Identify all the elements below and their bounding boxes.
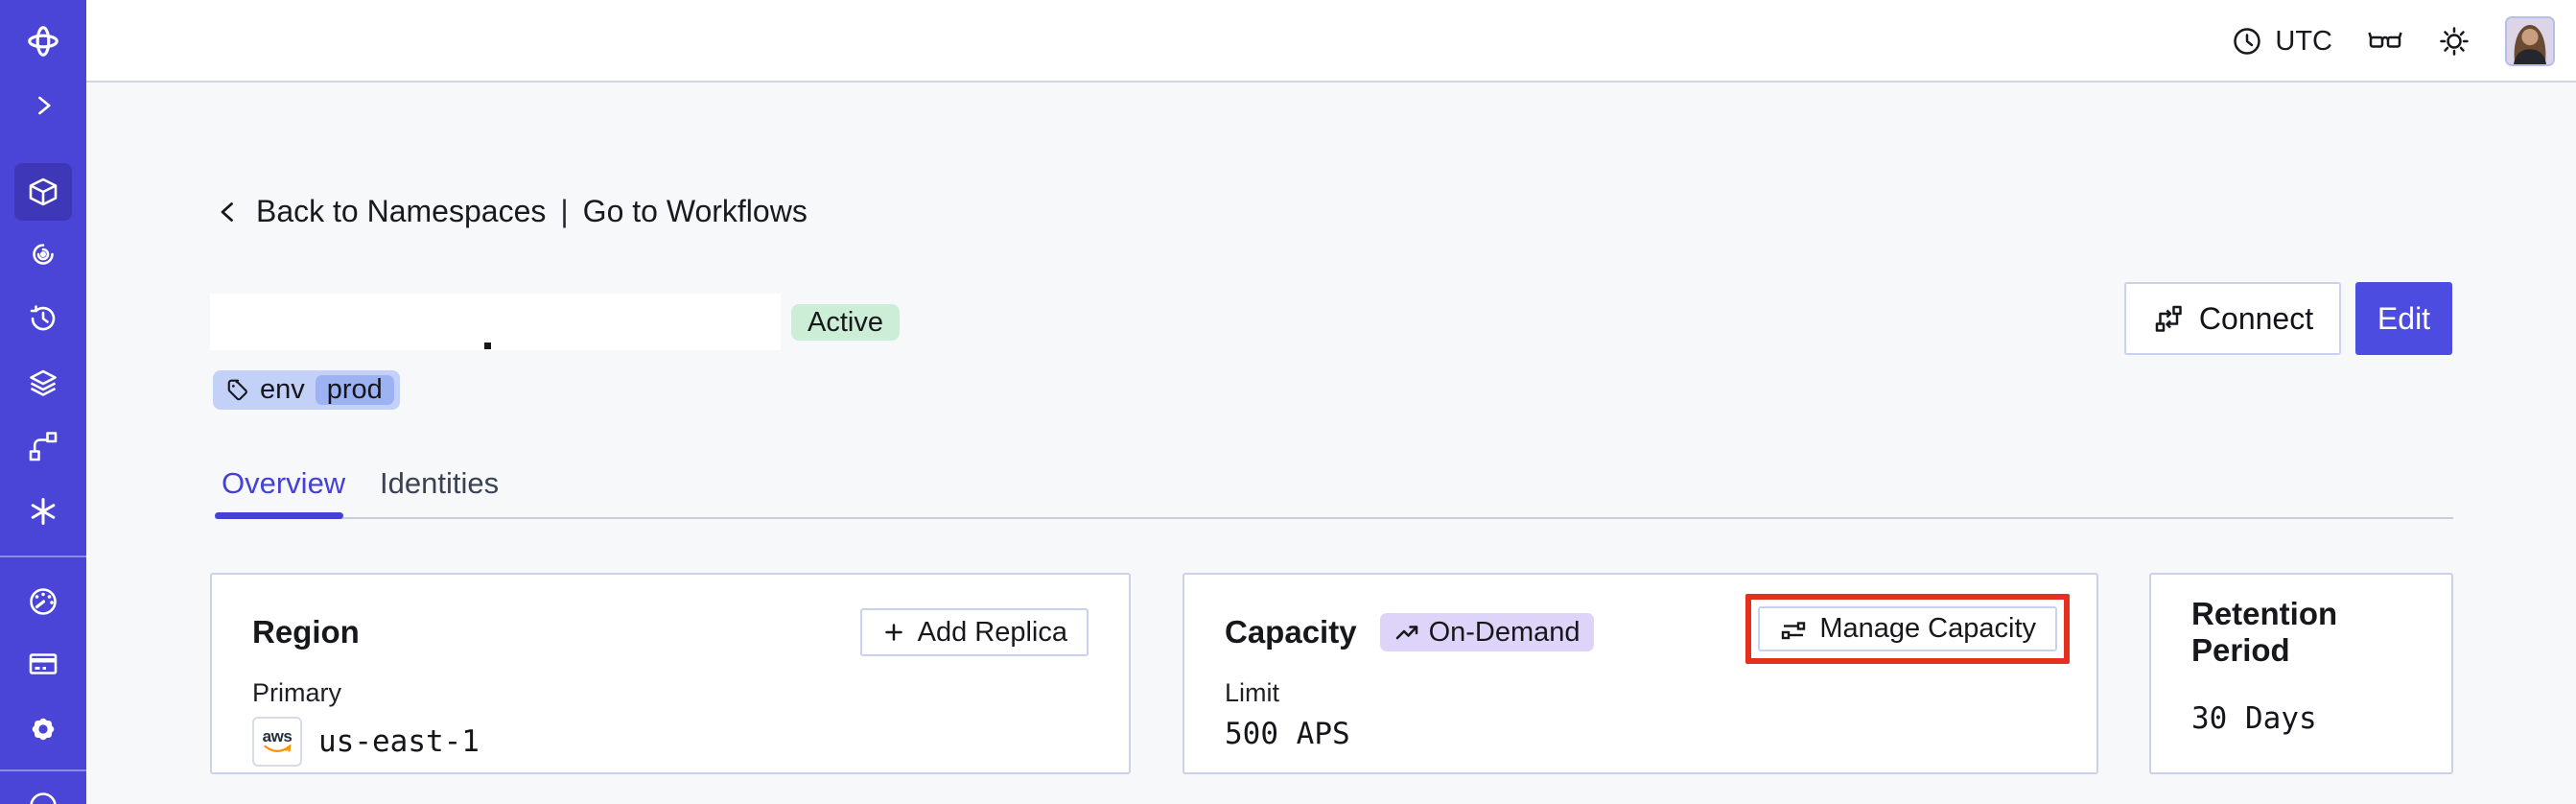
sidebar-item-batch[interactable] <box>14 483 72 540</box>
tab-identities[interactable]: Identities <box>380 466 500 500</box>
sidebar-item-usage[interactable] <box>14 573 72 630</box>
avatar[interactable] <box>2505 16 2555 66</box>
cube-icon <box>29 177 58 206</box>
sidebar-item-billing[interactable] <box>14 635 72 693</box>
timezone-label: UTC <box>2275 25 2332 57</box>
circle-icon <box>30 792 57 804</box>
add-replica-button[interactable]: Add Replica <box>859 608 1089 656</box>
branch-icon <box>29 432 58 461</box>
capacity-card: Capacity On-Demand Manage Capacity Limit <box>1183 573 2098 774</box>
status-badge: Active <box>791 304 900 341</box>
aws-logo-text: aws <box>262 727 293 745</box>
manage-capacity-highlight: Manage Capacity <box>1745 594 2070 664</box>
namespace-title-redacted <box>210 294 781 350</box>
sidebar-divider-bottom <box>0 769 86 771</box>
breadcrumb-separator: | <box>560 194 569 228</box>
temporal-logo-icon <box>28 26 59 57</box>
sidebar-divider <box>0 556 86 557</box>
aws-provider-badge: aws <box>252 717 302 767</box>
sidebar-item-schedules[interactable] <box>14 290 72 347</box>
sidebar-expand-toggle[interactable] <box>14 77 72 134</box>
topbar: UTC <box>86 0 2576 83</box>
tabs-divider <box>215 517 2453 519</box>
region-value: us-east-1 <box>318 724 480 759</box>
redacted-text-dot <box>484 343 491 349</box>
sidebar-logo[interactable] <box>14 12 72 70</box>
aws-smile-icon <box>264 745 292 753</box>
tab-overview[interactable]: Overview <box>222 466 346 500</box>
trending-up-icon <box>1395 626 1417 640</box>
sidebar-item-namespaces[interactable] <box>14 163 72 221</box>
ondemand-badge-label: On-Demand <box>1428 616 1581 648</box>
plus-icon <box>884 624 902 641</box>
limit-value: 500 APS <box>1225 717 1350 751</box>
manage-capacity-button[interactable]: Manage Capacity <box>1758 606 2057 651</box>
edit-button-label: Edit <box>2377 300 2431 336</box>
edit-button[interactable]: Edit <box>2355 282 2452 355</box>
region-card: Region Add Replica Primary aws us-east-1 <box>210 573 1131 774</box>
manage-capacity-label: Manage Capacity <box>1819 613 2036 644</box>
connect-button-label: Connect <box>2198 300 2314 336</box>
gauge-icon <box>30 588 57 615</box>
clock-icon <box>2234 28 2261 55</box>
primary-label: Primary <box>252 678 341 707</box>
retention-value: 30 Days <box>2191 701 2317 736</box>
limit-label: Limit <box>1225 678 1280 707</box>
retention-card-title: Retention Period <box>2191 596 2338 668</box>
sidebar-item-account[interactable] <box>26 789 60 804</box>
back-chevron-icon[interactable] <box>215 199 242 225</box>
sidebar <box>0 0 86 804</box>
retention-card: Retention Period 30 Days <box>2149 573 2453 774</box>
avatar-image <box>2507 18 2553 64</box>
add-replica-label: Add Replica <box>917 616 1067 648</box>
asterisk-icon <box>31 498 56 525</box>
tag-value: prod <box>315 374 394 405</box>
layers-icon <box>30 369 57 396</box>
region-card-title: Region <box>252 614 360 650</box>
tag-key: env <box>260 374 305 405</box>
ondemand-badge: On-Demand <box>1379 613 1594 651</box>
breadcrumb: Back to Namespaces | Go to Workflows <box>215 194 808 229</box>
active-tab-underline <box>215 512 343 519</box>
spiral-icon <box>33 244 54 265</box>
back-to-namespaces-link[interactable]: Back to Namespaces <box>256 194 547 228</box>
tag-icon <box>227 379 247 401</box>
sidebar-item-settings[interactable] <box>14 700 72 758</box>
sidebar-item-nexus[interactable] <box>14 225 72 283</box>
gear-icon <box>32 718 55 741</box>
theme-toggle-sun-icon[interactable] <box>2438 25 2471 58</box>
sliders-icon <box>1782 621 1806 639</box>
clock-history-icon <box>30 305 56 331</box>
connect-icon <box>2155 305 2182 332</box>
sidebar-item-deployments[interactable] <box>14 354 72 412</box>
timezone-selector[interactable]: UTC <box>2232 26 2332 58</box>
connect-button[interactable]: Connect <box>2124 282 2341 355</box>
go-to-workflows-link[interactable]: Go to Workflows <box>582 194 808 228</box>
topbar-actions: UTC <box>2232 0 2555 83</box>
glasses-icon[interactable] <box>2367 28 2403 55</box>
credit-card-icon <box>29 653 58 674</box>
chevron-right-icon <box>38 96 51 115</box>
namespace-tag[interactable]: env prod <box>213 370 400 410</box>
capacity-card-title: Capacity <box>1225 614 1357 650</box>
sidebar-item-worker-deployments[interactable] <box>14 417 72 475</box>
